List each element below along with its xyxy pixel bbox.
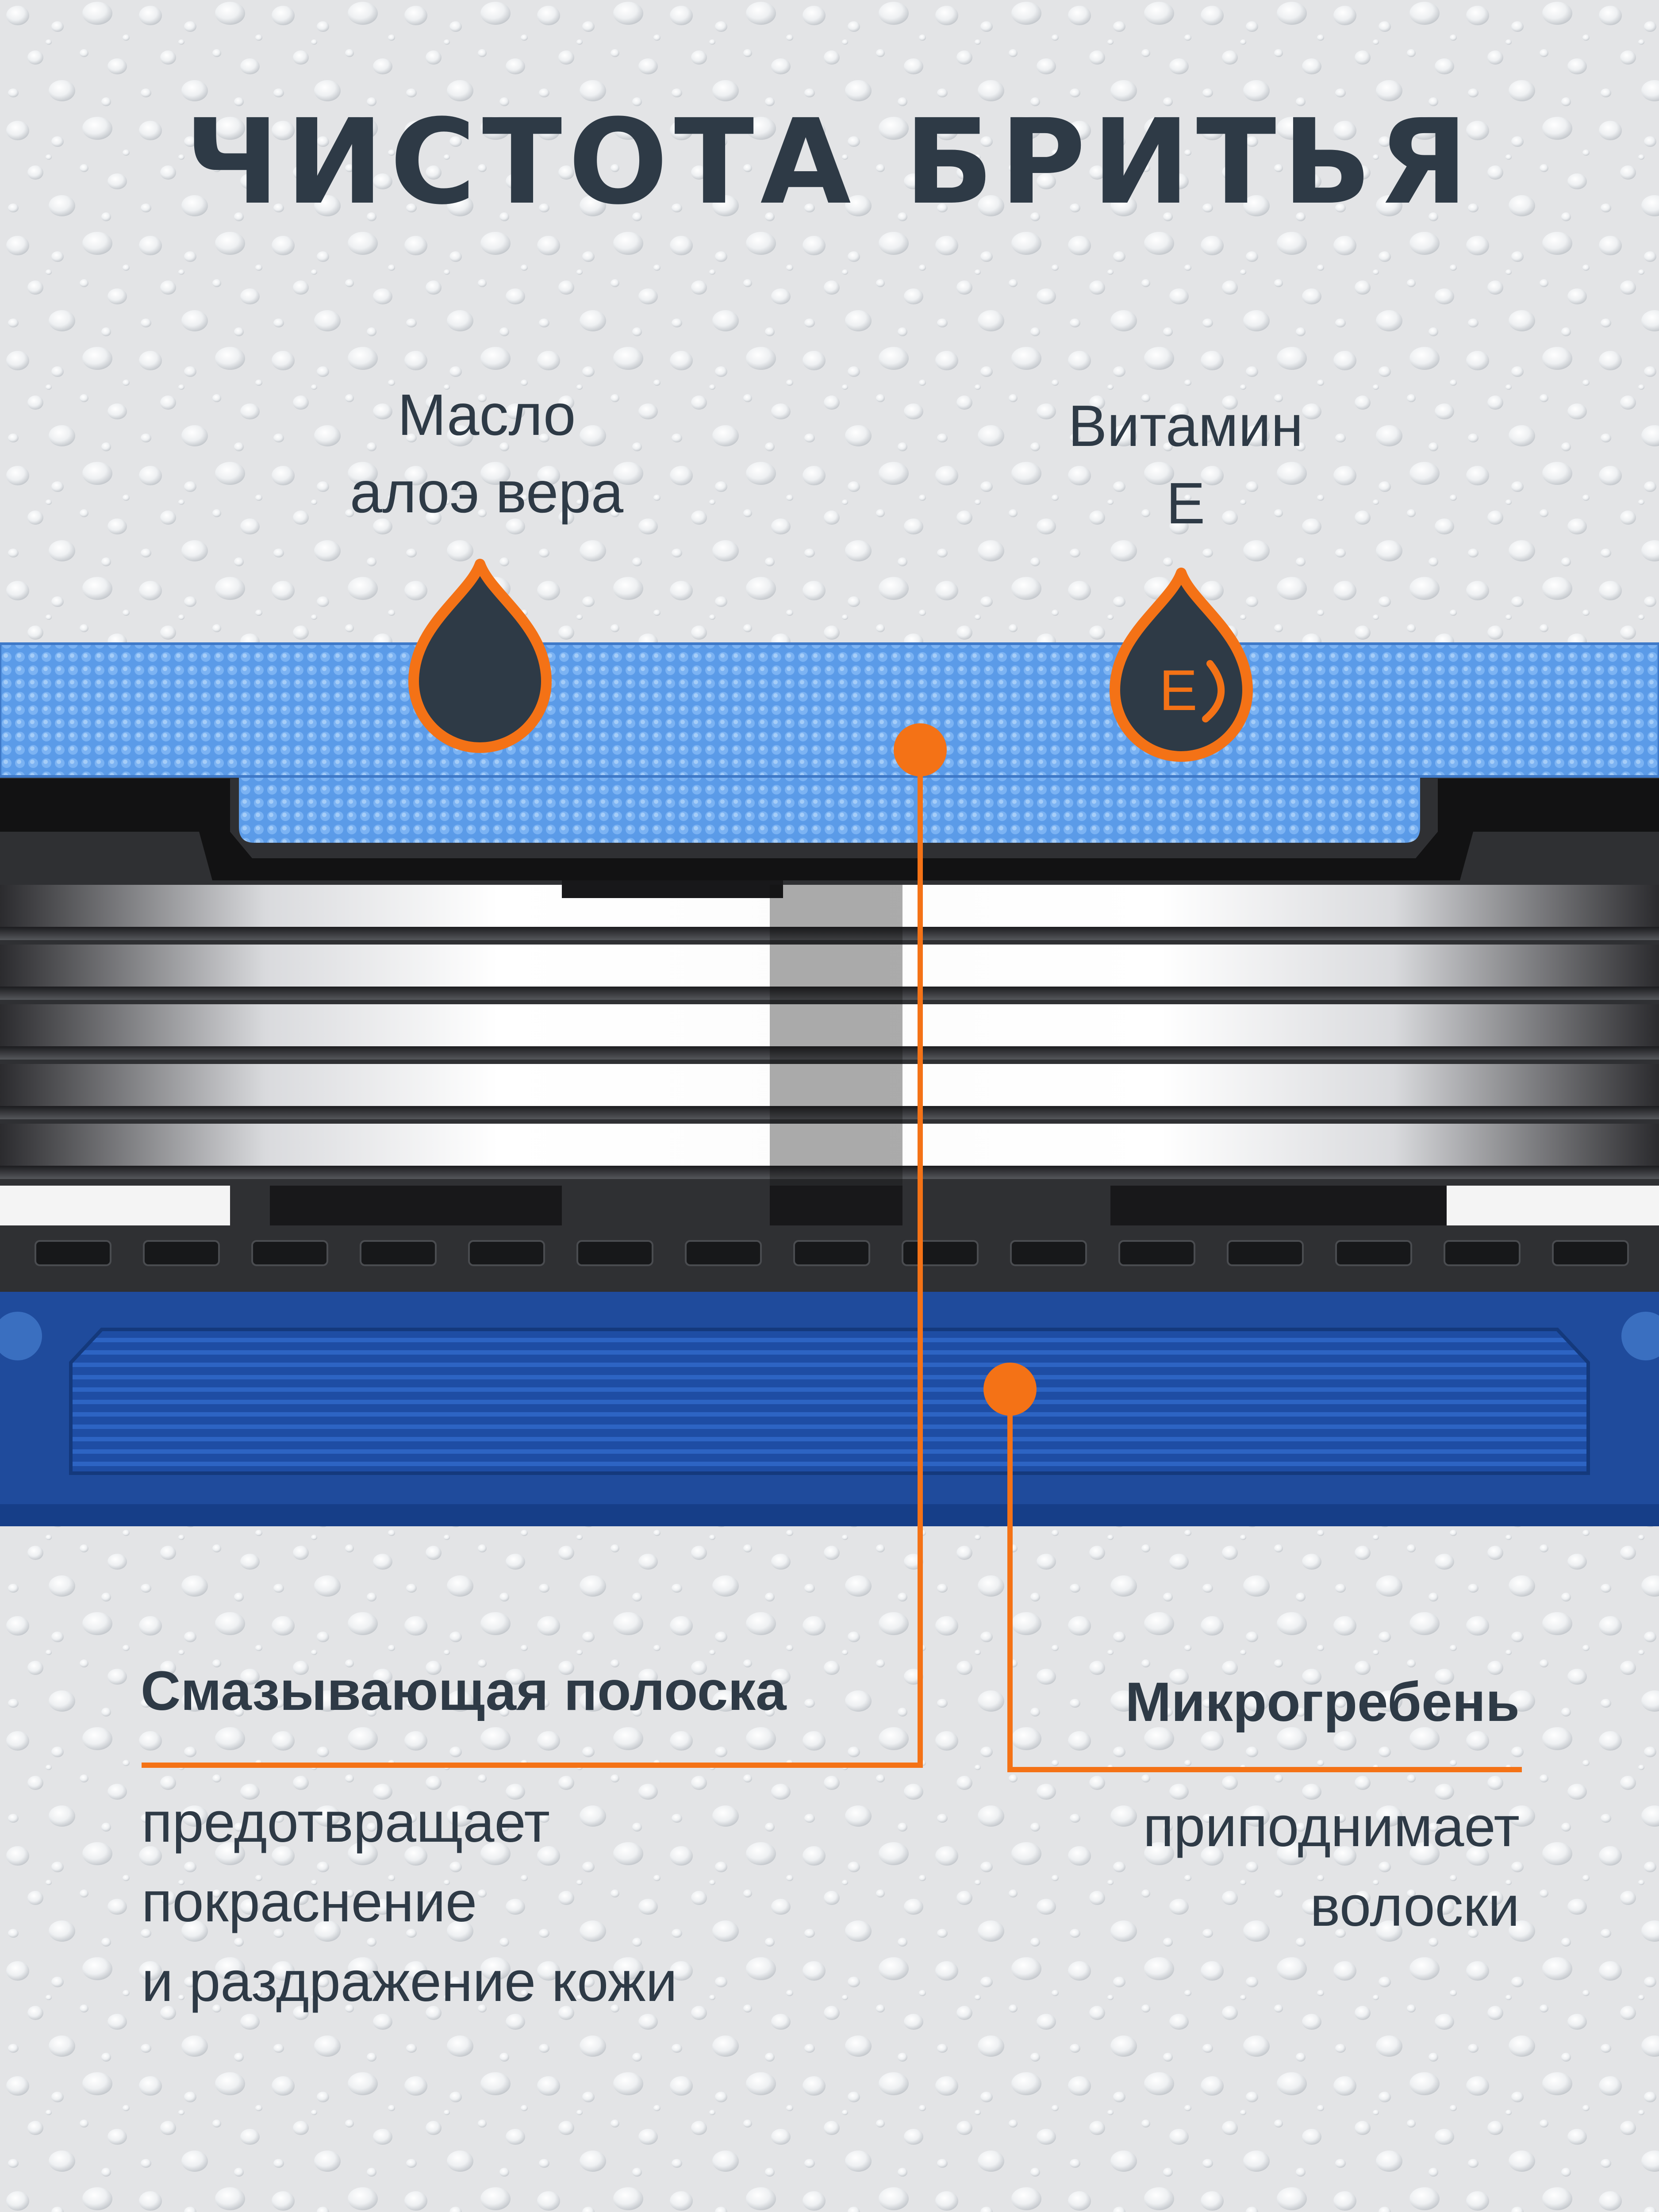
aloe-label-line-2: алоэ вера	[349, 460, 624, 525]
page-title: ЧИСТОТА БРИТЬЯ	[184, 94, 1475, 230]
razor-cartridge-illustration	[0, 642, 1659, 1526]
blades	[0, 880, 1659, 1225]
lubricating-strip	[0, 644, 1659, 776]
comb-feature-title: Микрогребень	[1125, 1671, 1520, 1733]
strip-feature-title: Смазывающая полоска	[141, 1660, 787, 1722]
vitamin-label-line-2: E	[1166, 471, 1206, 536]
strip-desc-line-2: покраснение	[142, 1870, 477, 1934]
vitamin-e-crescent-icon	[1202, 660, 1225, 722]
vitamin-label-line-1: Витамин	[1068, 393, 1303, 458]
aloe-label-line-1: Масло	[397, 382, 576, 447]
strip-leader-line	[142, 750, 923, 1768]
strip-feature-description: предотвращает покраснение и раздражение …	[142, 1783, 894, 2022]
water-drop-icon	[408, 559, 552, 753]
vitamin-e-badge: E	[1159, 658, 1198, 722]
aloe-oil-label: Масло алоэ вера	[310, 376, 664, 531]
comb-desc-line-2: волоски	[1310, 1875, 1520, 1938]
lubricating-strip-lower	[239, 776, 1420, 843]
comb-desc-line-1: приподнимает	[1143, 1795, 1520, 1859]
comb-feature-description: приподнимает волоски	[945, 1787, 1520, 1947]
vitamin-e-label: Витамин E	[1009, 387, 1363, 542]
comb-leader-line	[1007, 1389, 1522, 1772]
strip-desc-line-1: предотвращает	[142, 1791, 550, 1854]
strip-desc-line-3: и раздражение кожи	[142, 1950, 677, 2013]
